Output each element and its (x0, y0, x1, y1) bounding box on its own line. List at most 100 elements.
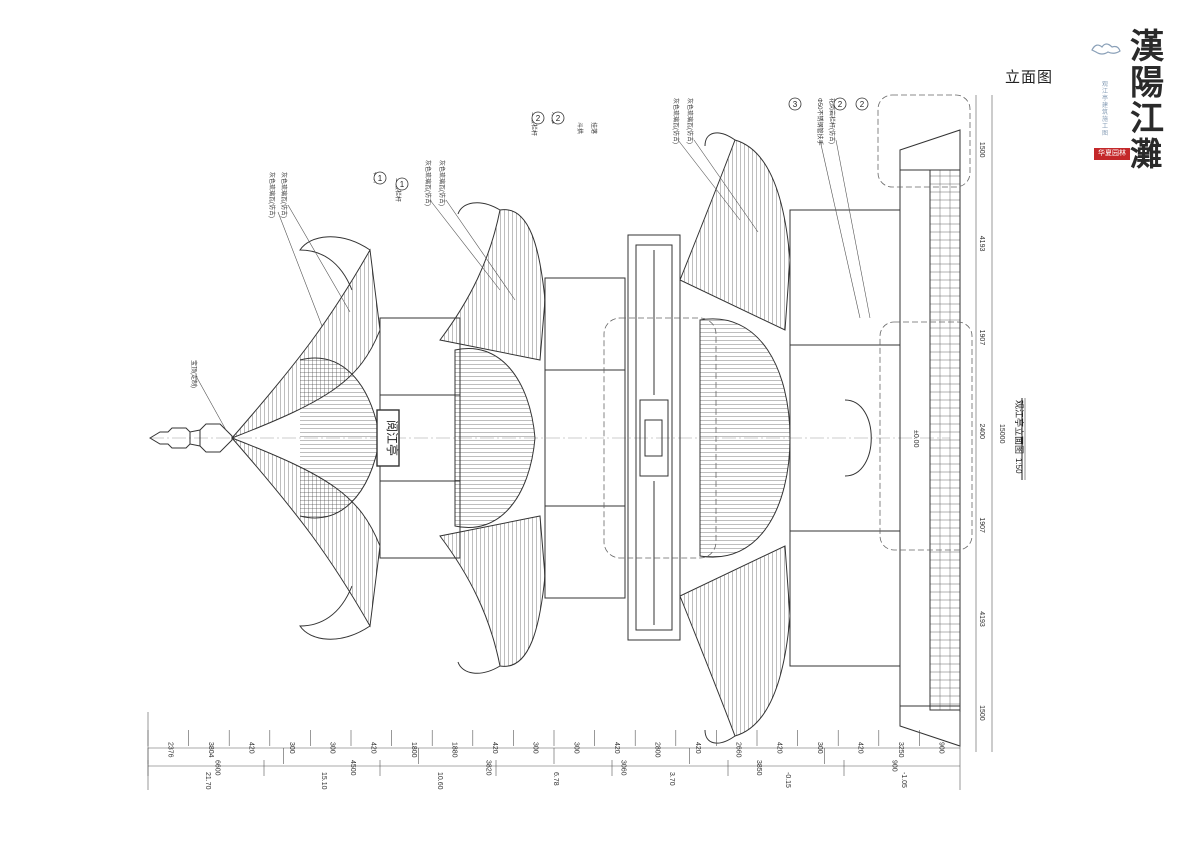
brand-seal: 华夏园林 (1094, 148, 1130, 160)
callout-marker-6 (833, 97, 847, 111)
annotation-roof-4: 灰色琉璃瓦(仿古) (438, 160, 446, 206)
dimension-right: 1500 4193 1907 2400 1907 4193 1500 (978, 142, 985, 721)
dimension-row1-label-10: 300 (532, 742, 539, 754)
elevation-label-2: 15.10 (320, 772, 327, 790)
annotation-stone-note: 花岗岩栏杆(仿古) (828, 98, 836, 144)
callout-marker-1 (373, 171, 387, 185)
drawing-scale: 1:50 (1014, 458, 1023, 474)
dimension-row1-label-20: 900 (938, 742, 945, 754)
dimension-row1-label-11: 300 (572, 742, 579, 754)
drawing-title: 观江亭立面图 (1014, 400, 1025, 454)
annotation-spire: 宝顶(定制) (190, 360, 198, 388)
annotation-callout-label-5: 斗拱 (576, 122, 584, 134)
cloud-icon (1091, 43, 1121, 55)
dimension-row1-label-6: 420 (369, 742, 376, 754)
elevation-label-1: 21.70 (204, 772, 211, 790)
dimension-row2-label-3: 3820 (484, 760, 491, 776)
brand-logo: 漢 陽 江 灘 观江亭建筑施工图 华夏园林 (1088, 26, 1188, 170)
callout-marker-7 (855, 97, 869, 111)
roof-top-tier (231, 236, 381, 640)
dimension-row-2: 6600 4500 3820 3060 3850 900 (147, 748, 897, 776)
annotation-roof-2: 灰色琉璃瓦(仿古) (280, 172, 288, 218)
datum-elevation: ±0.00 (912, 430, 919, 448)
dimension-right-total: 15000 (998, 424, 1005, 444)
brand-char-4: 灘 (1130, 135, 1163, 173)
dimension-row1-label-18: 420 (857, 742, 864, 754)
annotation-roof-1: 灰色琉璃瓦(仿古) (268, 172, 276, 218)
callout-number-1: 1 (378, 174, 383, 183)
dimension-row-1: 2376 3804 420 300 300 420 1800 1880 420 300 300 420… (147, 730, 945, 758)
callout-number-3: 2 (536, 114, 541, 123)
brand-char-2: 陽 (1130, 63, 1164, 103)
dimension-row1-label-4: 300 (288, 742, 295, 754)
annotation-callout-label-6: 挂落 (590, 122, 598, 134)
callout-marker-5 (788, 97, 802, 111)
dimension-row2-label-5: 3850 (755, 760, 762, 776)
dimension-row2-label-1: 6600 (214, 760, 221, 776)
brand-subtitle: 观江亭建筑施工图 (1102, 82, 1109, 137)
dimension-row2-label-2: 4500 (349, 760, 356, 776)
elevation-label-5: 3.70 (668, 772, 675, 786)
drawing-title-block: 观江亭立面图 1:50 (1014, 398, 1026, 480)
dimension-row1-label-9: 420 (491, 742, 498, 754)
dimension-row1-label-2: 3804 (207, 742, 214, 758)
elevation-label-6: -0.15 (784, 772, 791, 788)
annotation-callout-label-2: 二层栏杆 (394, 178, 402, 202)
dimension-right-label-5: 1907 (978, 517, 985, 533)
callout-number-4: 2 (556, 114, 561, 123)
dimension-row2-label-6: 900 (890, 760, 897, 772)
dimension-row1-label-7: 1800 (410, 742, 417, 758)
dimension-row1-label-13: 2800 (654, 742, 661, 758)
callout-number-5: 3 (793, 100, 798, 109)
roof-bottom-tier (679, 132, 791, 744)
name-plaque: 阅江亭 (376, 409, 400, 467)
dimension-right-label-2: 4193 (978, 236, 985, 252)
dimension-right-label-3: 1907 (978, 330, 985, 346)
dimension-right-label-4: 2400 (978, 424, 985, 440)
dimension-row1-label-8: 1880 (451, 742, 458, 758)
dimension-row1-label-5: 300 (329, 742, 336, 754)
page-title: 立面图 (1005, 69, 1054, 86)
dimension-row1-label-3: 420 (248, 742, 255, 754)
plaque-text: 阅江亭 (385, 420, 400, 456)
callout-number-2: 1 (400, 180, 405, 189)
annotation-callout-label-3: 三层栏杆 (530, 112, 538, 136)
brand-char-1: 漢 (1130, 27, 1164, 67)
callout-markers (373, 97, 869, 191)
callout-numbers: 1 1 2 2 3 2 2 (378, 100, 865, 189)
elevation-label-7: -1.05 (900, 772, 907, 788)
lattice-screen (627, 234, 681, 641)
dimension-row1-label-1: 2376 (166, 742, 173, 758)
brand-char-3: 江 (1130, 99, 1164, 139)
column-bays (379, 209, 901, 667)
dimension-row2-label-4: 3060 (620, 760, 627, 776)
dimension-right-label-1: 1500 (978, 142, 985, 158)
dimension-row1-label-17: 300 (816, 742, 823, 754)
elevation-label-4: 6.78 (552, 772, 559, 786)
annotation-leaders (195, 139, 871, 431)
annotation-texts: 宝顶(定制) 灰色琉璃瓦(仿古) 灰色琉璃瓦(仿古) 灰色琉璃瓦(仿古) 灰色琉… (190, 98, 836, 388)
dimension-row1-label-12: 420 (613, 742, 620, 754)
dimension-row1-label-19: 3250 (897, 742, 904, 758)
callout-marker-2 (395, 177, 409, 191)
callout-number-7: 2 (860, 100, 865, 109)
callout-marker-4 (551, 111, 565, 125)
right-dimension-lines (975, 95, 993, 752)
dimension-right-label-6: 4193 (978, 611, 985, 627)
annotation-railing-note: Φ50不锈钢管扶手 (816, 98, 824, 145)
dimension-row1-label-16: 420 (775, 742, 782, 754)
dimension-row1-label-14: 420 (694, 742, 701, 754)
dimension-right-label-7: 1500 (978, 705, 985, 721)
callout-marker-3 (531, 111, 545, 125)
dimension-row1-label-15: 2660 (735, 742, 742, 758)
detail-callout-regions (603, 94, 973, 559)
annotation-roof-5: 灰色琉璃瓦(仿古) (672, 98, 680, 144)
platform-base (899, 129, 961, 747)
callout-number-6: 2 (838, 100, 843, 109)
annotation-roof-3: 灰色琉璃瓦(仿古) (424, 160, 432, 206)
annotation-roof-6: 灰色琉璃瓦(仿古) (686, 98, 694, 144)
roof-middle-tier (439, 202, 546, 674)
